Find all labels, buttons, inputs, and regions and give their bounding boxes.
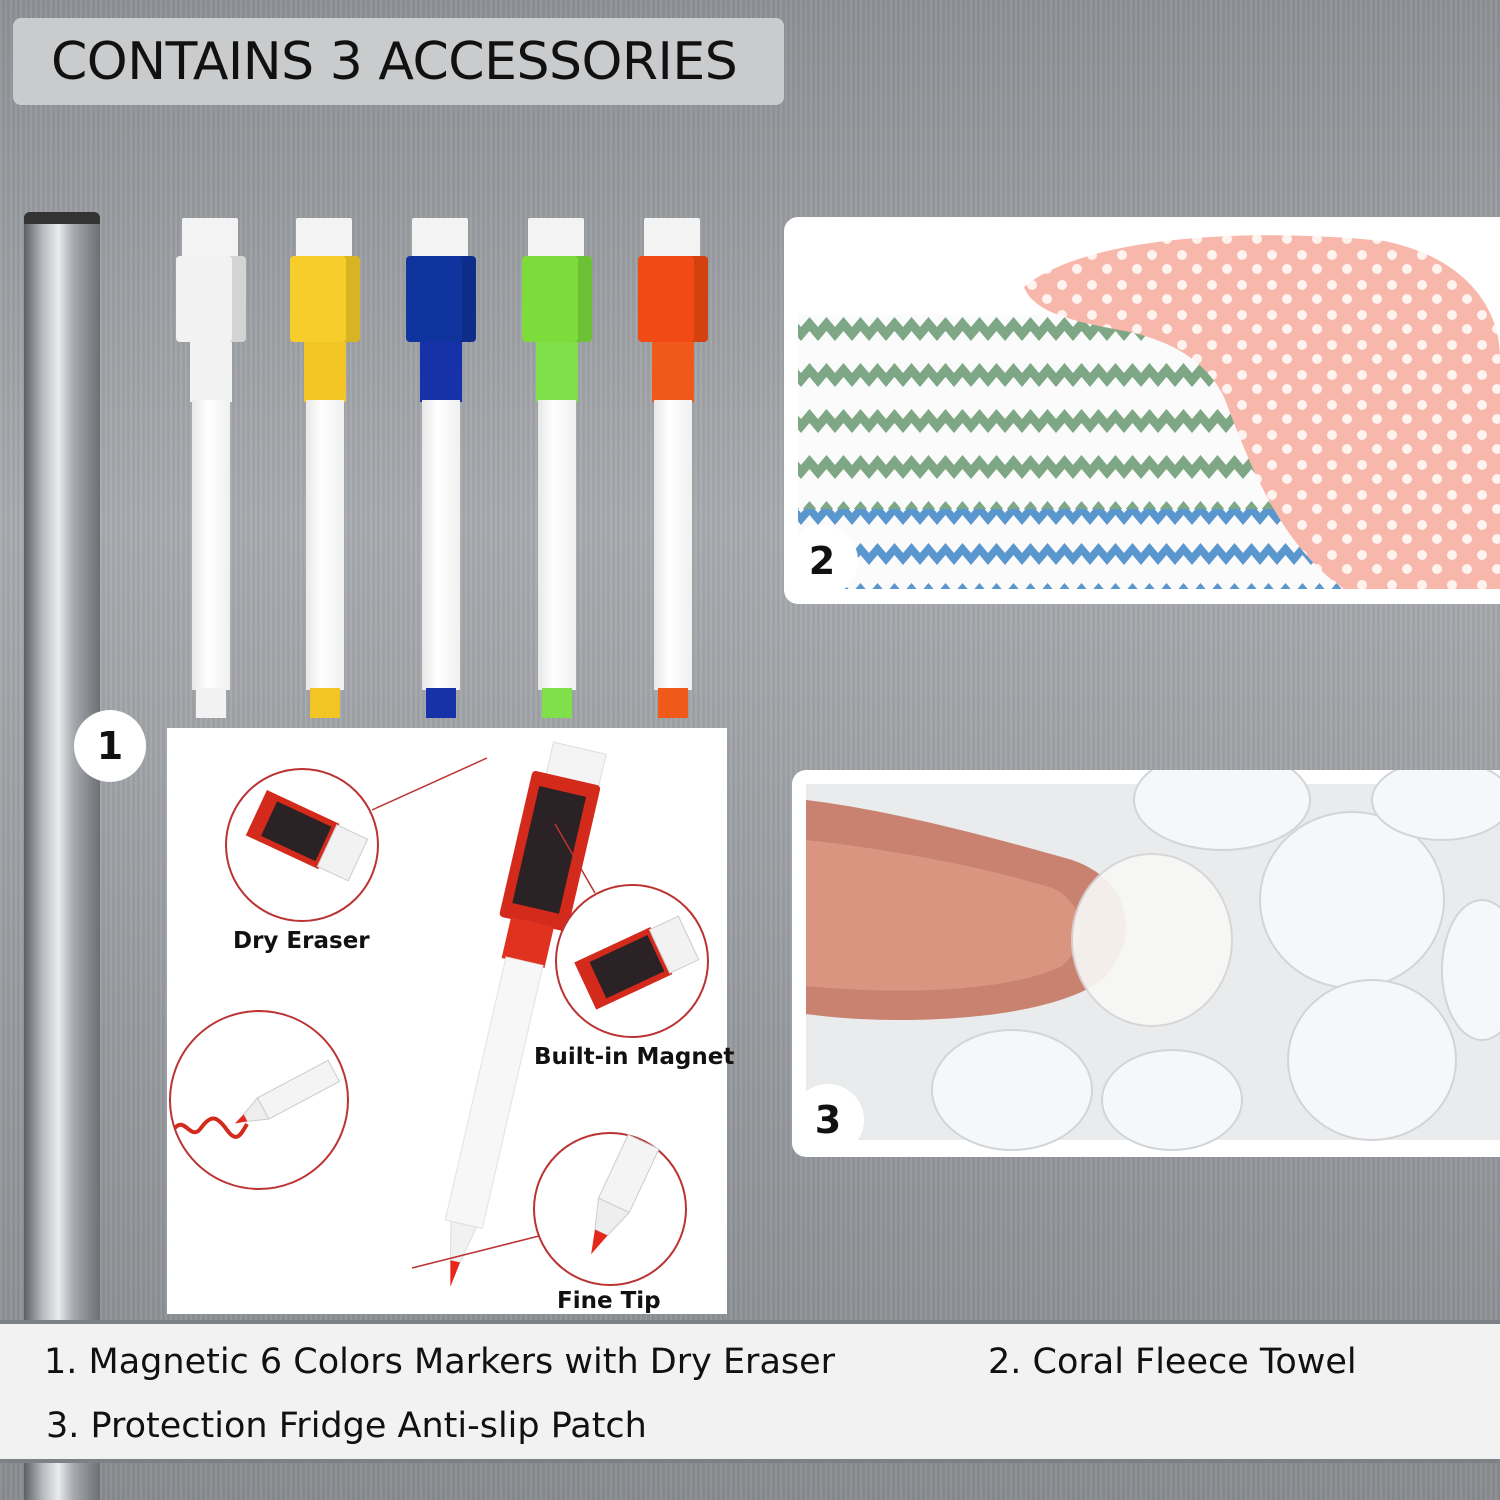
coral-fleece-towel-image bbox=[798, 235, 1500, 589]
feature-item-markers: 1. Magnetic 6 Colors Markers with Dry Er… bbox=[44, 1342, 836, 1382]
badge-label: 2 bbox=[808, 539, 836, 583]
marker-cap bbox=[406, 256, 476, 342]
marker-barrel bbox=[306, 400, 344, 690]
page-title: CONTAINS 3 ACCESSORIES bbox=[51, 31, 738, 92]
eraser-pad bbox=[528, 218, 584, 260]
eraser-pad bbox=[644, 218, 700, 260]
marker-3 bbox=[406, 218, 486, 720]
badge-label: 3 bbox=[814, 1098, 842, 1142]
marker-barrel bbox=[538, 400, 576, 690]
writing-zoom bbox=[169, 1010, 349, 1190]
marker-neck bbox=[536, 342, 578, 402]
marker-2 bbox=[290, 218, 370, 720]
marker-end-cap bbox=[196, 688, 226, 718]
patch-panel: 3 bbox=[792, 749, 1500, 1157]
marker-cap bbox=[176, 256, 246, 342]
marker-barrel bbox=[422, 400, 460, 690]
marker-end-cap bbox=[310, 688, 340, 718]
marker-neck bbox=[190, 342, 232, 402]
fine-tip-closeup-icon bbox=[591, 1134, 660, 1255]
badge-number-3: 3 bbox=[792, 1084, 864, 1156]
fridge-handle-cap bbox=[24, 212, 100, 224]
marker-barrel bbox=[654, 400, 692, 690]
marker-5 bbox=[638, 218, 718, 720]
fridge-handle bbox=[24, 212, 100, 1500]
built-in-magnet-label: Built-in Magnet bbox=[534, 1044, 735, 1070]
dry-eraser-zoom bbox=[225, 768, 379, 922]
eraser-pad bbox=[296, 218, 352, 260]
marker-neck bbox=[304, 342, 346, 402]
feature-item-patch: 3. Protection Fridge Anti-slip Patch bbox=[46, 1406, 647, 1446]
towel-panel: 2 bbox=[784, 217, 1500, 604]
marker-barrel bbox=[192, 400, 230, 690]
fine-tip-zoom bbox=[533, 1132, 687, 1286]
magnet-zoom bbox=[555, 884, 709, 1038]
marker-end-cap bbox=[426, 688, 456, 718]
title-banner: CONTAINS 3 ACCESSORIES bbox=[13, 18, 784, 105]
badge-label: 1 bbox=[96, 724, 124, 768]
marker-4 bbox=[522, 218, 602, 720]
writing-closeup-icon bbox=[173, 1059, 341, 1139]
marker-cap bbox=[522, 256, 592, 342]
marker-neck bbox=[420, 342, 462, 402]
marker-diagram-illustration bbox=[371, 741, 607, 1287]
eraser-pad bbox=[412, 218, 468, 260]
feature-list: 1. Magnetic 6 Colors Markers with Dry Er… bbox=[0, 1320, 1500, 1463]
anti-slip-patch-image bbox=[806, 749, 1500, 1151]
badge-number-1: 1 bbox=[74, 710, 146, 782]
marker-end-cap bbox=[542, 688, 572, 718]
marker-neck bbox=[652, 342, 694, 402]
fine-tip-label: Fine Tip bbox=[557, 1288, 661, 1314]
eraser-pad bbox=[182, 218, 238, 260]
badge-number-2: 2 bbox=[786, 525, 858, 597]
magnet-closeup-icon bbox=[574, 915, 700, 1010]
feature-item-towel: 2. Coral Fleece Towel bbox=[988, 1342, 1357, 1382]
marker-cap bbox=[290, 256, 360, 342]
marker-end-cap bbox=[658, 688, 688, 718]
marker-cap bbox=[638, 256, 708, 342]
eraser-closeup-icon bbox=[245, 790, 369, 882]
marker-diagram: Dry Eraser Built-in Magnet bbox=[167, 728, 734, 1314]
dry-eraser-label: Dry Eraser bbox=[233, 928, 370, 954]
marker-1 bbox=[176, 218, 256, 720]
